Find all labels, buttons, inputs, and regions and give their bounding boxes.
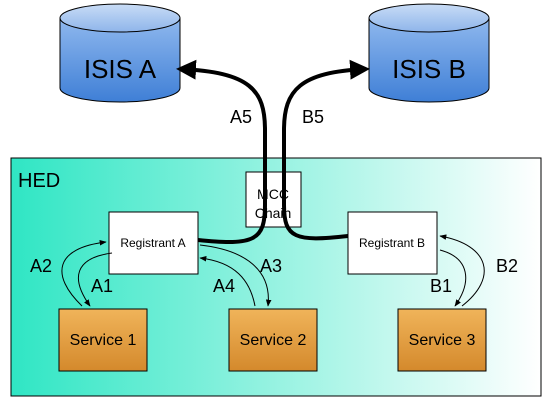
arrow-a3 xyxy=(199,244,272,307)
arrow-a1 xyxy=(77,252,113,307)
label-a2: A2 xyxy=(30,256,52,276)
arrow-a2 xyxy=(61,239,107,307)
service-2-box[interactable]: Service 2 xyxy=(228,308,318,372)
registrant-b-box[interactable]: Registrant B xyxy=(347,211,438,275)
service-3-label: Service 3 xyxy=(409,332,476,349)
label-b2: B2 xyxy=(496,256,518,276)
arrow-b5 xyxy=(282,59,370,241)
service-2-label: Service 2 xyxy=(240,332,307,349)
label-a4: A4 xyxy=(213,276,235,296)
mcc-chain-box[interactable]: MCC Chain xyxy=(245,171,302,228)
label-b5: B5 xyxy=(302,107,324,127)
service-3-box[interactable]: Service 3 xyxy=(397,308,487,372)
isis-b-database[interactable]: ISIS B xyxy=(368,3,490,103)
registrant-b-label: Registrant B xyxy=(359,236,425,250)
hed-label: HED xyxy=(18,170,60,192)
registrant-a-label: Registrant A xyxy=(120,236,185,250)
arrow-b2 xyxy=(439,234,485,307)
label-b1: B1 xyxy=(430,276,452,296)
isis-b-label: ISIS B xyxy=(392,54,466,84)
arrow-a4 xyxy=(199,255,256,307)
registrant-a-box[interactable]: Registrant A xyxy=(108,211,199,275)
service-1-box[interactable]: Service 1 xyxy=(58,308,148,372)
isis-a-database[interactable]: ISIS A xyxy=(59,3,181,103)
isis-a-label: ISIS A xyxy=(84,54,157,84)
label-a1: A1 xyxy=(91,276,113,296)
service-1-label: Service 1 xyxy=(70,332,137,349)
arrow-a5 xyxy=(176,59,267,244)
label-a3: A3 xyxy=(260,256,282,276)
label-a5: A5 xyxy=(230,107,252,127)
arrow-b1 xyxy=(439,249,467,307)
